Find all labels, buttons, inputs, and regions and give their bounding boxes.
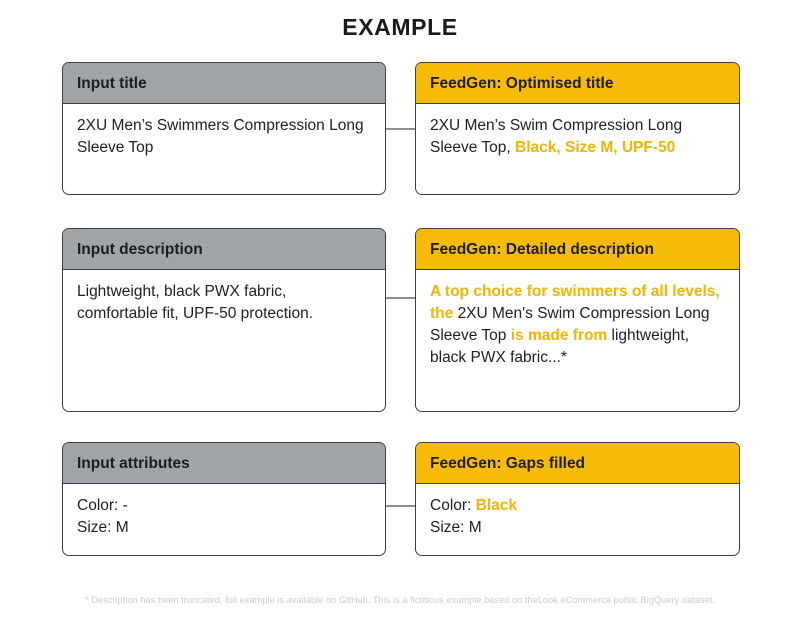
text-segment: Color: bbox=[430, 497, 476, 514]
text-segment: Color: - bbox=[77, 497, 128, 514]
card-header-output-optimised-title: FeedGen: Optimised title bbox=[416, 63, 739, 104]
text-segment: Size: M bbox=[77, 519, 129, 536]
connector-line-row-1 bbox=[386, 128, 415, 130]
highlighted-text-segment: A top choice for swimmers of all levels,… bbox=[430, 283, 720, 322]
card-input-attributes: Input attributes Color: - Size: M bbox=[62, 442, 386, 556]
card-output-optimised-title: FeedGen: Optimised title 2XU Men’s Swim … bbox=[415, 62, 740, 195]
card-header-input-attributes: Input attributes bbox=[63, 443, 385, 484]
text-segment: Lightweight, black PWX fabric, comfortab… bbox=[77, 283, 314, 322]
card-header-output-gaps-filled: FeedGen: Gaps filled bbox=[416, 443, 739, 484]
card-body-output-detailed-description: A top choice for swimmers of all levels,… bbox=[416, 270, 739, 379]
connector-line-row-3 bbox=[386, 505, 415, 507]
text-segment: Size: M bbox=[430, 519, 482, 536]
text-segment: 2XU Men's Swim Compression Long Sleeve T… bbox=[430, 305, 710, 344]
text-segment: lightweight, black PWX fabric...* bbox=[430, 327, 690, 366]
connector-line-row-2 bbox=[386, 297, 415, 299]
page-title: EXAMPLE bbox=[342, 14, 458, 40]
card-body-input-description: Lightweight, black PWX fabric, comfortab… bbox=[63, 270, 385, 335]
highlighted-text-segment: is made from bbox=[510, 327, 612, 344]
card-input-title: Input title 2XU Men’s Swimmers Compressi… bbox=[62, 62, 386, 195]
text-segment: 2XU Men’s Swim Compression Long Sleeve T… bbox=[430, 117, 683, 156]
footnote-text: * Description has been truncated, full e… bbox=[85, 595, 715, 605]
highlighted-text-segment: Black, Size M, UPF-50 bbox=[515, 139, 676, 156]
card-input-description: Input description Lightweight, black PWX… bbox=[62, 228, 386, 412]
card-header-output-detailed-description: FeedGen: Detailed description bbox=[416, 229, 739, 270]
card-body-output-optimised-title: 2XU Men’s Swim Compression Long Sleeve T… bbox=[416, 104, 739, 169]
card-header-input-title: Input title bbox=[63, 63, 385, 104]
card-header-input-description: Input description bbox=[63, 229, 385, 270]
card-output-detailed-description: FeedGen: Detailed description A top choi… bbox=[415, 228, 740, 412]
highlighted-text-segment: Black bbox=[475, 497, 518, 514]
card-body-input-attributes: Color: - Size: M bbox=[63, 484, 385, 549]
text-segment: 2XU Men’s Swimmers Compression Long Slee… bbox=[77, 117, 364, 156]
card-body-input-title: 2XU Men’s Swimmers Compression Long Slee… bbox=[63, 104, 385, 169]
